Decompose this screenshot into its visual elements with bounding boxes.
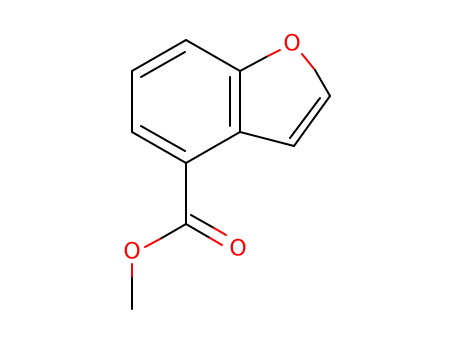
bond-c7a-o1: [239, 55, 269, 72]
bond-carbonyl-double-2-hetero: [213, 227, 227, 236]
bond-o1-c2-hetero: [301, 53, 316, 71]
furan-ring: [239, 49, 331, 147]
atom-ester-o-label: O: [123, 240, 140, 265]
bond-c5-c4: [131, 131, 187, 164]
bond-c7-c6-inner: [140, 51, 186, 78]
bond-o1-c2: [314, 69, 331, 97]
bond-carbonyl-double-2: [190, 214, 215, 229]
atom-carbonyl-o-label: O: [229, 237, 246, 262]
bond-c3-c3a: [239, 131, 295, 147]
bond-c2-c3: [293, 95, 331, 147]
bond-c7-c7a: [185, 39, 241, 72]
bond-carbonyl-double-hetero: [209, 237, 223, 246]
benzene-ring: [131, 39, 241, 164]
bond-c7-c6: [131, 39, 187, 72]
bond-c5-c4-inner: [140, 125, 186, 152]
bond-carbonyl-ester-o: [159, 223, 187, 240]
bond-carbonyl-ester-o-hetero: [144, 238, 161, 248]
bond-carbonyl-double: [185, 223, 211, 239]
methyl-ester-group: [131, 162, 227, 310]
bond-c4-c3a: [185, 131, 241, 164]
bond-c7a-o1-hetero: [267, 49, 281, 57]
bond-c2-c3-inner: [289, 97, 321, 139]
atom-o1-label: O: [283, 32, 300, 57]
